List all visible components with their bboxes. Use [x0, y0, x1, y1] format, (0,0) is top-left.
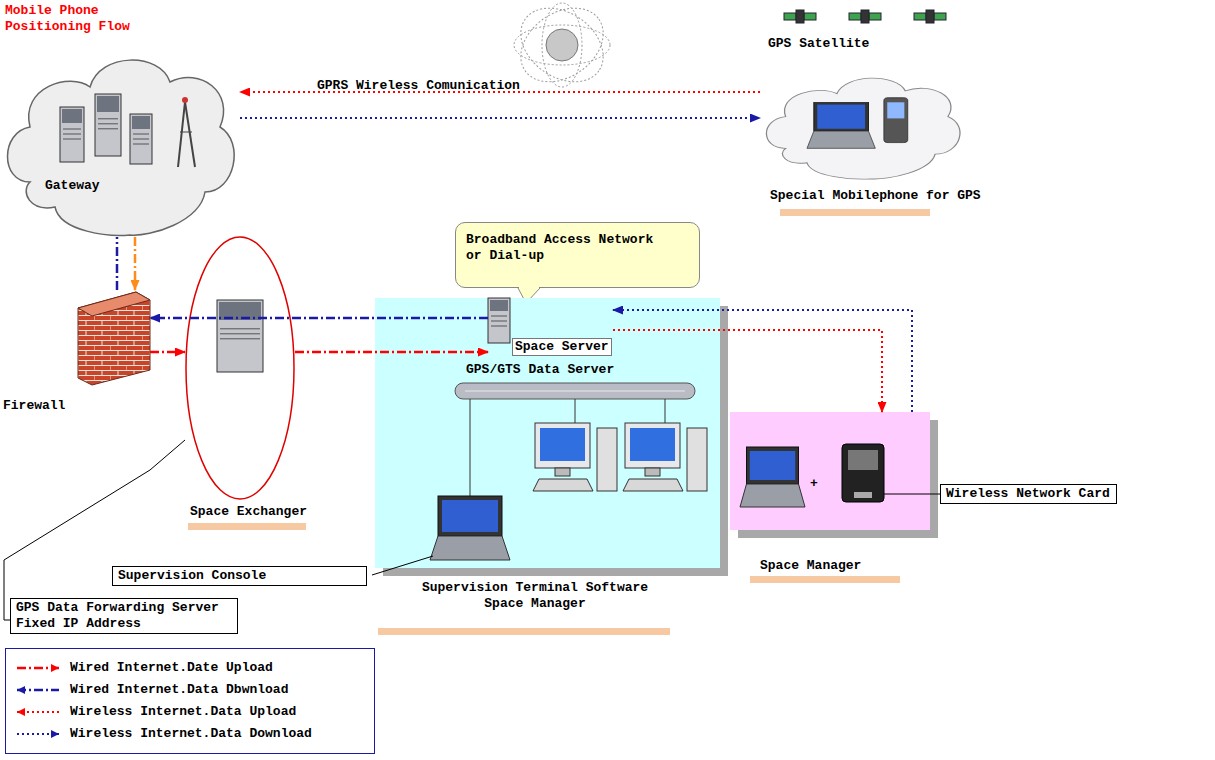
legend-text: Wireless Internet.Data Download [70, 726, 312, 742]
node-label: Broadband Access Network or Dial-up [466, 232, 666, 264]
node-label: Supervision Console [118, 568, 360, 584]
free-label: GPS Satellite [768, 36, 869, 52]
gateway-cloud: Gateway [0, 32, 240, 237]
mobile-cloud: Special Mobilephone for GPS [760, 62, 965, 180]
connector [116, 237, 119, 290]
plus-sign: + [810, 476, 818, 492]
legend-row: Wired Internet.Date Upload [14, 659, 368, 677]
firewall: Firewall [78, 290, 150, 385]
underline-bar [750, 576, 900, 583]
callout-box: GPS Data Forwarding Server Fixed IP Addr… [10, 598, 238, 634]
legend-box: Wired Internet.Date UploadWired Internet… [5, 648, 375, 754]
node-label: GPS Data Forwarding Server Fixed IP Addr… [16, 600, 231, 632]
ellipse-outline [185, 236, 295, 500]
node-label: Gateway [45, 178, 100, 194]
legend-text: Wired Internet.Date Upload [70, 660, 273, 676]
free-label: GPRS Wireless Comunication [317, 78, 520, 94]
globe-orbits [507, 0, 617, 97]
space-manager-panel: Space Manager [730, 412, 930, 530]
underline-bar [188, 523, 306, 530]
node-label: Space Server [512, 338, 612, 356]
sample-arrowhead [51, 730, 59, 738]
node-label: Space Exchanger [190, 504, 307, 520]
brick-wall [78, 290, 150, 385]
legend-sample [14, 681, 62, 699]
node-label: Supervision Terminal Software Space Mana… [405, 580, 665, 612]
diagram-title: Mobile Phone Positioning Flow [5, 3, 137, 35]
sample-arrowhead [17, 708, 25, 716]
legend-sample [14, 703, 62, 721]
supervision-panel: Supervision Terminal Software Space Mana… [375, 298, 720, 568]
laptop-card-illustration [730, 412, 930, 530]
cloud-shape [0, 32, 240, 237]
node-label: Space Manager [760, 558, 861, 574]
legend-sample [14, 659, 62, 677]
exchanger-ellipse: Space Exchanger [185, 236, 295, 500]
cloud-shape [760, 62, 965, 180]
legend-row: Wired Internet.Data Dbwnload [14, 681, 368, 699]
free-label: GPS/GTS Data Server [466, 362, 614, 378]
node-label: Firewall [3, 398, 65, 414]
sample-arrowhead [51, 664, 59, 672]
legend-sample [14, 725, 62, 743]
callout-box: Supervision Console [112, 566, 367, 586]
legend-text: Wired Internet.Data Dbwnload [70, 682, 288, 698]
legend-text: Wireless Internet.Data Upload [70, 704, 296, 720]
node-label: Special Mobilephone for GPS [770, 188, 981, 204]
underline-bar [780, 209, 930, 216]
satellites [784, 10, 946, 23]
callout-bubble: Broadband Access Network or Dial-up [455, 222, 700, 288]
space-server: Space Server [488, 298, 613, 358]
connector [240, 117, 760, 119]
legend-row: Wireless Internet.Data Upload [14, 703, 368, 721]
sample-arrowhead [17, 686, 25, 694]
connector [134, 237, 137, 290]
connector [4, 440, 185, 620]
connector [150, 351, 185, 354]
legend-row: Wireless Internet.Data Download [14, 725, 368, 743]
underline-bar [378, 628, 670, 635]
node-label: Wireless Network Card [946, 486, 1110, 502]
callout-box: Wireless Network Card [940, 484, 1117, 504]
